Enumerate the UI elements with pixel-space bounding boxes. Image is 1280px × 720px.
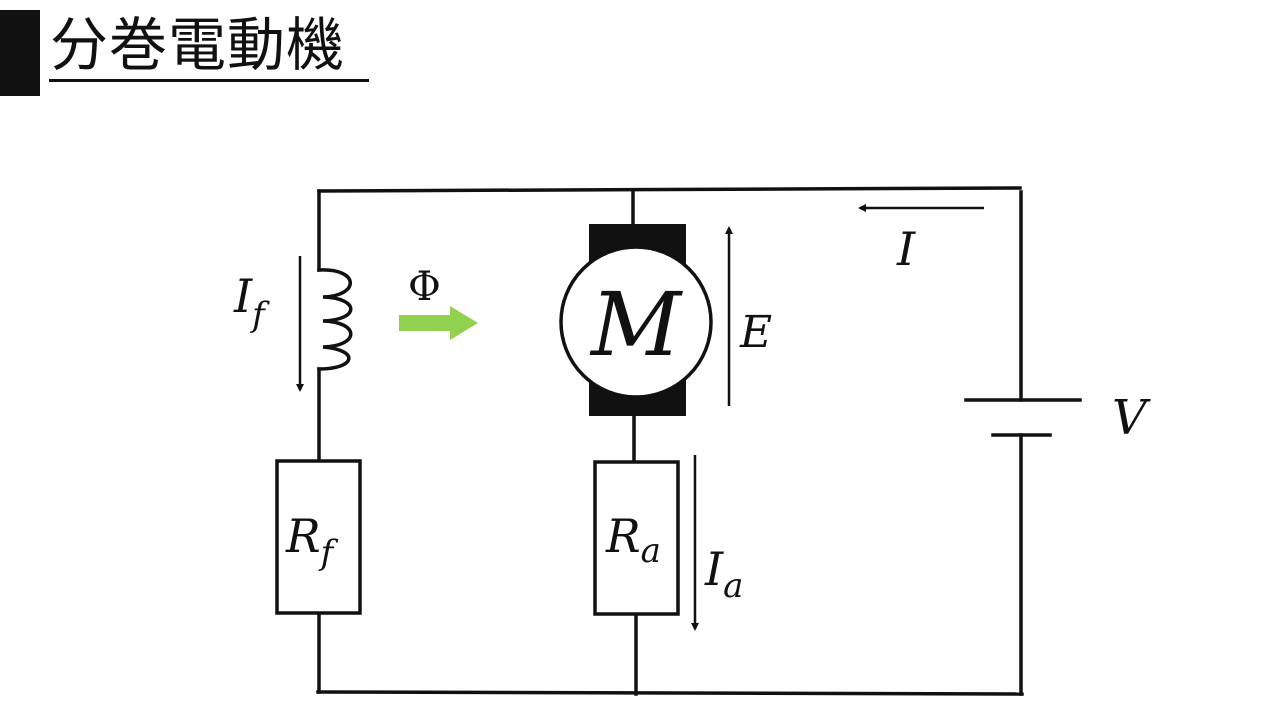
flux-arrow xyxy=(399,306,478,340)
top-wire xyxy=(317,186,1022,193)
back-emf-label: E xyxy=(739,307,772,358)
title-accent-bar xyxy=(0,10,40,96)
line-current-label: I xyxy=(896,222,916,276)
bottom-wire xyxy=(316,690,1024,696)
motor-circle xyxy=(559,245,713,399)
armature-resistor xyxy=(593,460,680,616)
title-underline xyxy=(49,79,369,82)
field-resistor xyxy=(275,459,362,615)
slide-title: 分巻電動機 xyxy=(50,11,346,79)
field-current-label: If xyxy=(233,269,270,335)
source-voltage-label: V xyxy=(1112,390,1151,446)
armature-current-label: Ia xyxy=(704,542,743,606)
field-coil xyxy=(317,268,353,371)
flux-label: Φ xyxy=(408,264,441,310)
armature-resistor-label: Ra xyxy=(605,509,661,571)
field-resistor-label: Rf xyxy=(285,509,339,573)
motor-label: M xyxy=(589,273,683,376)
